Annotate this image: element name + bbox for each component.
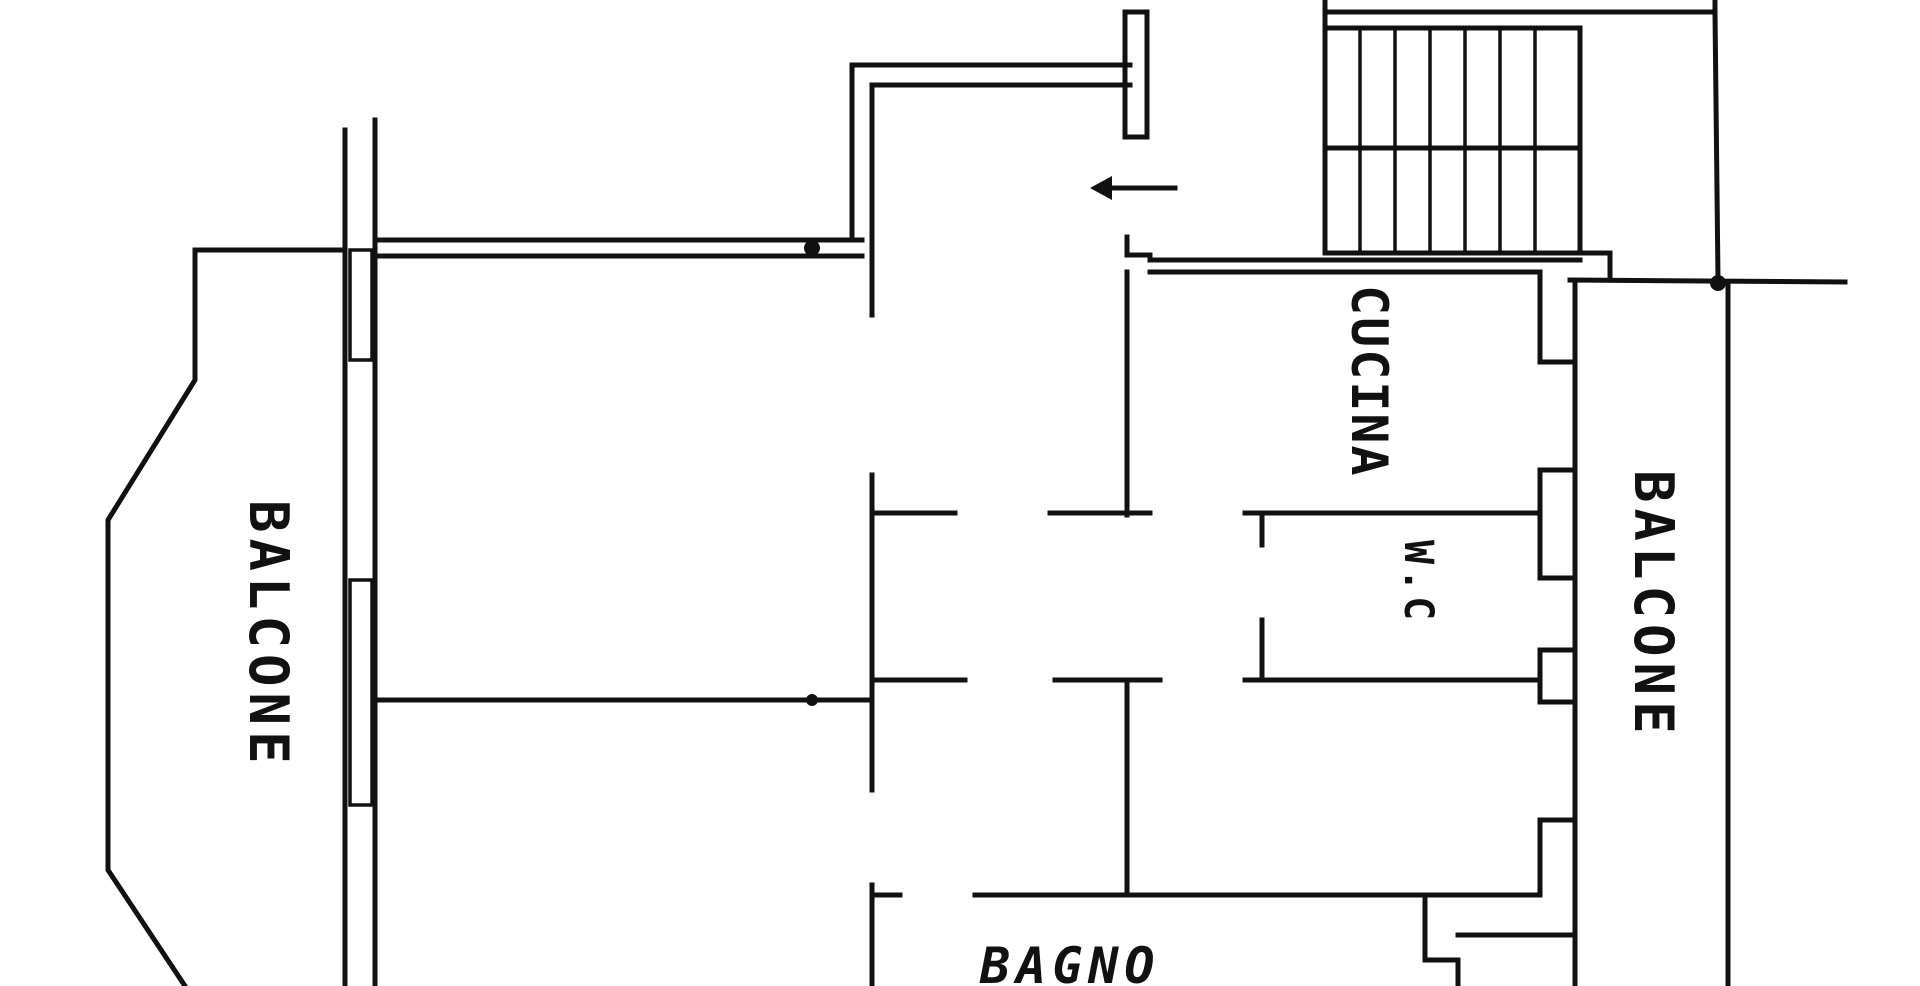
kitchen-label: CUCINA [1340,285,1398,478]
wc-label: W.C [1395,540,1441,624]
staircase [1322,0,1718,256]
left-exterior-wall [342,117,378,986]
right-balcony-label: BALCONE [1622,470,1685,740]
interior-partitions [372,510,1543,898]
left-balcony-label: BALCONE [237,500,300,770]
corridor-walls [869,253,1130,986]
bathroom-label: BAGNO [979,937,1161,986]
right-inner-wall [1422,269,1578,986]
top-wall [372,9,1150,259]
left-balcony-outline [105,247,348,986]
right-upper-wall [1124,9,1848,291]
entrance-arrow-icon [1090,176,1178,200]
